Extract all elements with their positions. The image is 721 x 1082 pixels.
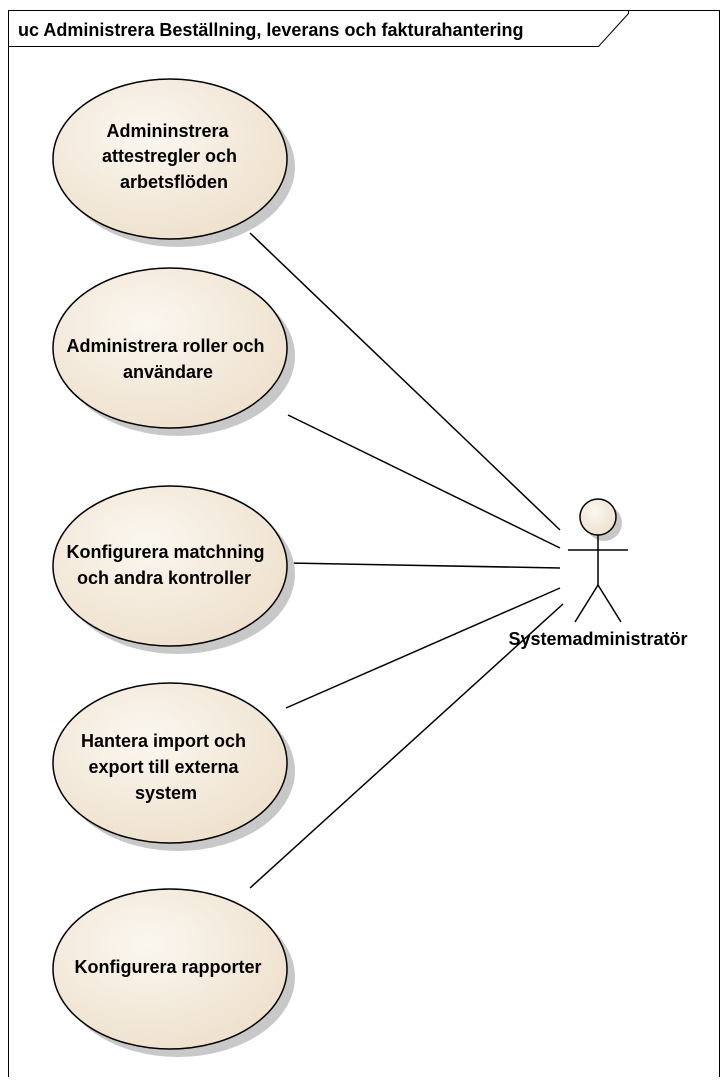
- use-case-label-line: Administrera roller och: [66, 336, 264, 356]
- associations: [249, 232, 564, 889]
- association-line-4: [285, 587, 561, 709]
- use-case-ellipse: [52, 682, 288, 844]
- use-case-label-line: Konfigurera rapporter: [74, 957, 261, 977]
- use-case-ellipse: [52, 78, 288, 240]
- use-case-ellipse: [52, 888, 288, 1050]
- use-case-ellipse: [52, 485, 288, 647]
- use-case-label-line: användare: [123, 362, 213, 382]
- use-case-label-line: Hantera import och: [81, 731, 246, 751]
- use-case-admin-roles[interactable]: Administrera roller och användare: [52, 267, 295, 436]
- use-case-label-line: och andra kontroller: [77, 568, 251, 588]
- use-case-ellipse: [52, 267, 288, 429]
- actor-head: [579, 498, 617, 536]
- use-case-label: Konfigurera rapporter: [74, 957, 261, 977]
- association-line-1: [249, 232, 561, 531]
- association-line-5: [249, 603, 564, 889]
- use-case-label: Administrera roller och användare: [66, 336, 269, 382]
- use-case-label-line: attestregler och: [102, 146, 237, 166]
- use-case-label-line: export till externa: [88, 757, 239, 777]
- frame-title: uc Administrera Beställning, leverans oc…: [18, 20, 523, 40]
- actor-right-leg: [597, 584, 622, 623]
- association-line-2: [287, 414, 561, 549]
- use-case-configure-reports[interactable]: Konfigurera rapporter: [52, 888, 295, 1057]
- use-case-label-line: system: [135, 783, 197, 803]
- actor-systemadministrator[interactable]: Systemadministratör: [508, 498, 688, 649]
- frame-title-tab: [8, 10, 629, 47]
- use-case-label: Konfigurera matchning och andra kontroll…: [66, 542, 269, 588]
- use-case-label-line: arbetsflöden: [120, 172, 228, 192]
- use-case-label-line: Admininstrera: [106, 121, 229, 141]
- use-case-label: Admininstrera attestregler och arbetsflö…: [102, 121, 242, 192]
- actor-left-leg: [574, 584, 599, 623]
- use-case-label: Hantera import och export till externa s…: [81, 731, 251, 803]
- use-case-import-export[interactable]: Hantera import och export till externa s…: [52, 682, 295, 851]
- use-case-label-line: Konfigurera matchning: [66, 542, 264, 562]
- use-case-configure-matching[interactable]: Konfigurera matchning och andra kontroll…: [52, 485, 295, 654]
- use-case-admin-attest[interactable]: Admininstrera attestregler och arbetsflö…: [52, 78, 295, 247]
- actor-name: Systemadministratör: [508, 629, 687, 649]
- association-line-3: [287, 562, 561, 569]
